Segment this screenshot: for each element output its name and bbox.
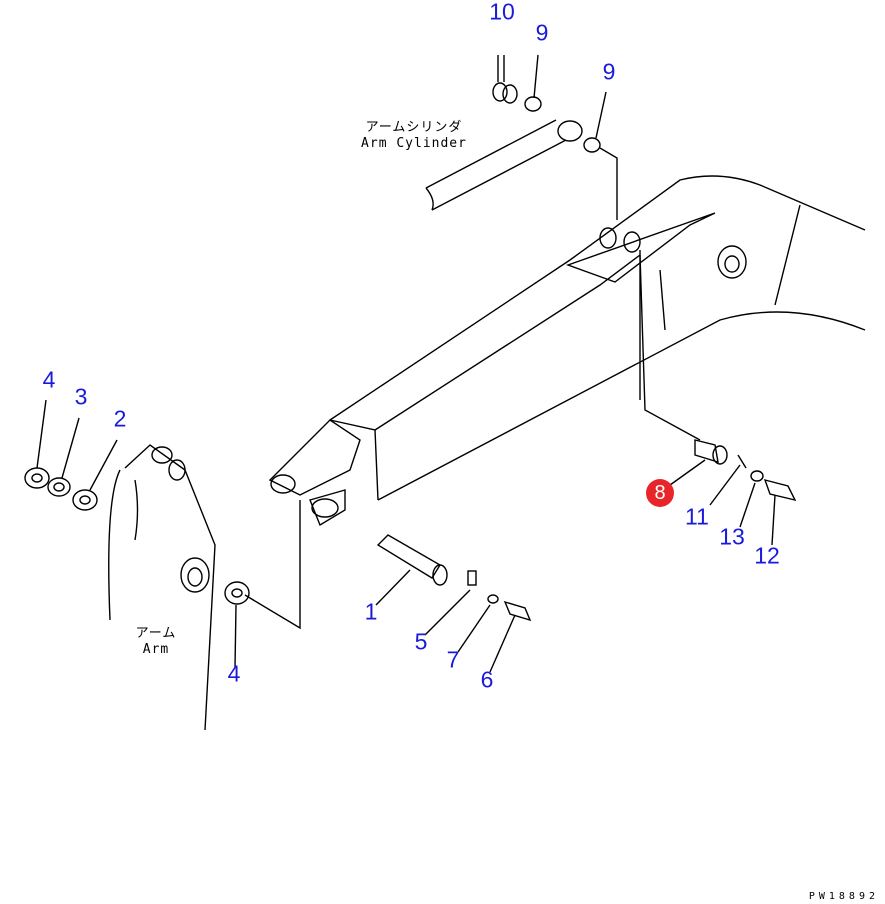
leader-lines: [244, 55, 701, 630]
callout-number[interactable]: 6: [480, 666, 494, 693]
arm-cylinder: [425, 119, 583, 211]
callout-number[interactable]: 1: [364, 598, 378, 625]
arm-caption: アーム Arm: [136, 626, 177, 658]
callout-number[interactable]: 2: [113, 405, 127, 432]
boom: [268, 175, 866, 527]
callout-number[interactable]: 4: [42, 366, 56, 393]
arm-cylinder-label-jp: アームシリンダ: [365, 120, 463, 135]
callout-number[interactable]: 9: [602, 58, 616, 85]
callout-leaders: [36, 54, 776, 673]
arm-label-jp: アーム: [135, 626, 177, 641]
callout-number[interactable]: 10: [489, 0, 515, 25]
callout-number[interactable]: 9: [535, 19, 549, 46]
small-parts: [24, 82, 797, 622]
callout-number[interactable]: 3: [74, 383, 88, 410]
arm-label-en: Arm: [142, 642, 170, 657]
callout-number[interactable]: 4: [227, 660, 241, 687]
callout-number[interactable]: 12: [754, 542, 780, 569]
callout-highlighted[interactable]: 8: [646, 479, 674, 507]
arm-cylinder-label-en: Arm Cylinder: [361, 136, 467, 151]
callout-number[interactable]: 5: [414, 628, 428, 655]
arm: [108, 444, 216, 731]
callout-number[interactable]: 7: [446, 646, 460, 673]
drawing-code: PW18892: [808, 891, 879, 902]
callout-number[interactable]: 13: [719, 523, 745, 550]
callout-number[interactable]: 11: [685, 503, 709, 530]
arm-cylinder-caption: アームシリンダ Arm Cylinder: [361, 120, 467, 152]
